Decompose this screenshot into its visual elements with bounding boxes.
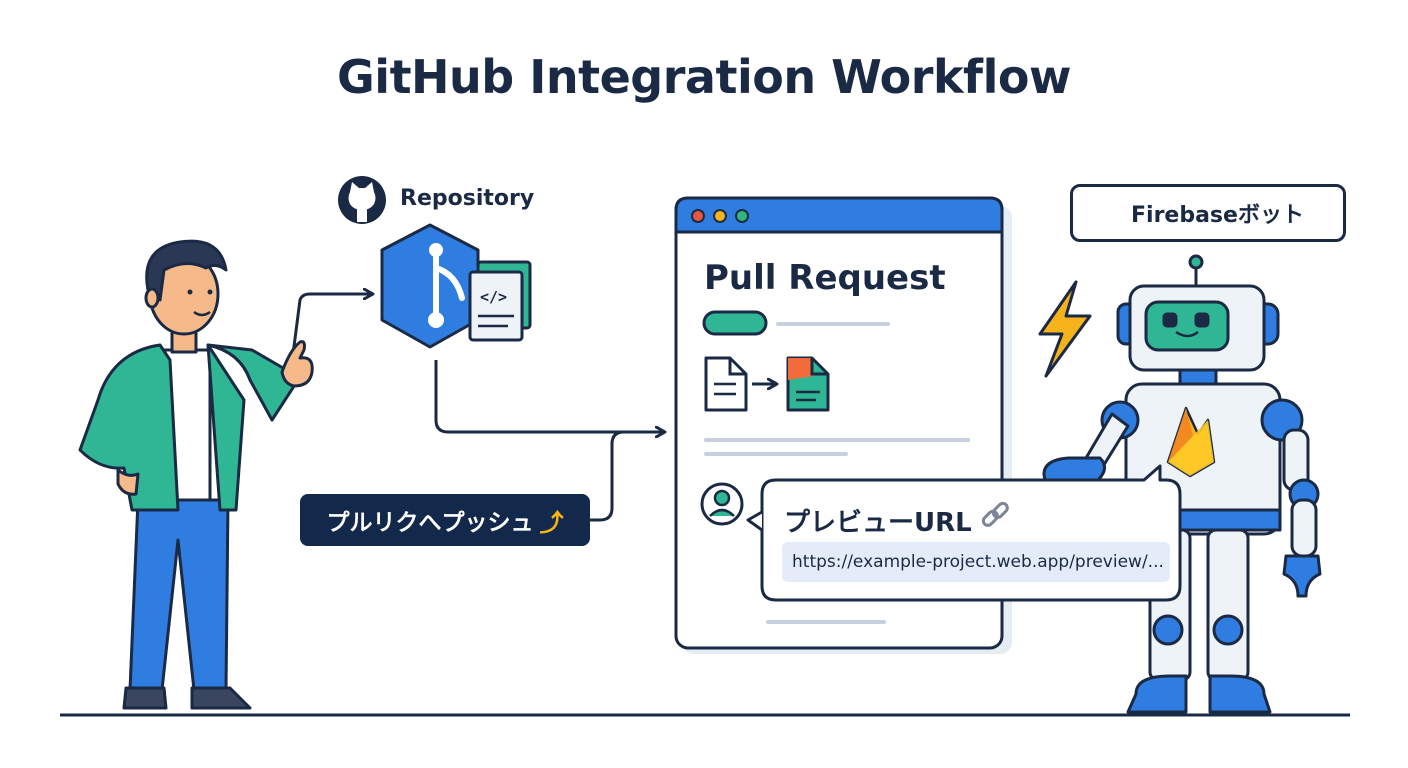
bot-label: Firebaseボット (1131, 203, 1304, 228)
commenter-avatar (700, 482, 744, 526)
developer-person-illustration (78, 239, 314, 710)
pr-status-pill (702, 310, 768, 336)
window-dot-green[interactable] (735, 209, 749, 223)
lightning-bolt-icon (1038, 280, 1092, 378)
link-icon-shape (981, 501, 1009, 527)
preview-url-heading: プレビューURL (784, 502, 1008, 539)
connector-repo-to-pr (434, 360, 664, 432)
github-icon (338, 176, 386, 224)
file-after-icon (786, 356, 830, 412)
arrow-up-right-icon: ⤴ (539, 508, 564, 537)
code-file-stack-icon: </> (468, 260, 532, 342)
preview-url-title: プレビューURL (784, 508, 972, 538)
repository-label: Repository (400, 186, 535, 211)
window-dot-red[interactable] (691, 209, 705, 223)
connector-push-to-pr (590, 430, 625, 522)
push-label: プルリクへプッシュ (326, 510, 534, 536)
svg-text:</>: </> (480, 288, 507, 306)
repository-hexagon-icon (380, 223, 480, 349)
diagram-title: GitHub Integration Workflow (337, 50, 1071, 104)
file-before-icon (704, 356, 748, 412)
firebase-flame-icon (1166, 406, 1216, 478)
preview-url-link[interactable]: https://example-project.web.app/preview/… (782, 542, 1170, 582)
pull-request-title: Pull Request (704, 258, 946, 298)
window-dot-yellow[interactable] (713, 209, 727, 223)
push-to-pr-button[interactable]: プルリクへプッシュ ⤴ (300, 494, 590, 546)
connector-user-to-repo (290, 294, 372, 363)
firebase-bot-badge: Firebaseボット (1070, 184, 1346, 242)
